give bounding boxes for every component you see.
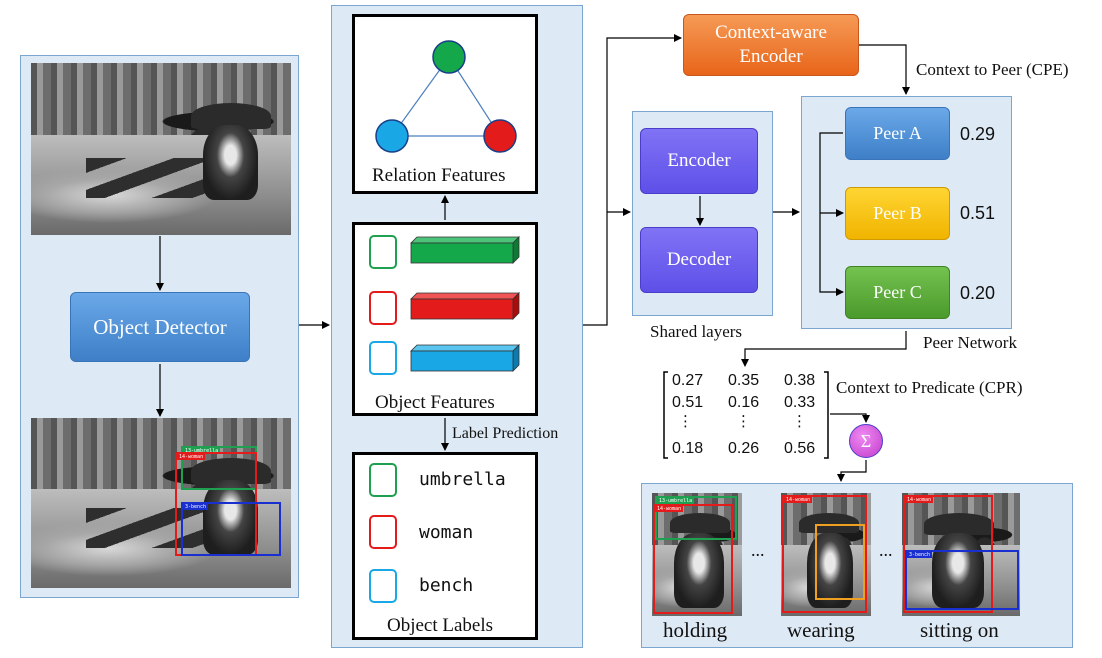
object-detector-box: Object Detector [70, 292, 250, 362]
matrix-cell: ⋮ [678, 412, 693, 430]
woman-tag: 14-woman [655, 506, 684, 512]
matrix-cell: 0.27 [672, 372, 704, 389]
label-square-green [369, 463, 397, 497]
umbrella-tag: 13-umbrella [183, 448, 221, 454]
context-encoder-box: Context-aware Encoder [683, 14, 859, 76]
sum-symbol: Σ [860, 430, 872, 451]
bench-bbox: 3-bench [905, 550, 1019, 610]
relation-node-blue [375, 119, 409, 153]
bench-tag: 3-bench [907, 552, 933, 558]
label-square-cyan [369, 569, 397, 603]
matrix-cell: 0.18 [672, 440, 704, 457]
object-labels-label: Object Labels [387, 615, 494, 636]
woman-bbox: 14-woman [903, 495, 993, 613]
relation-node-green [432, 40, 466, 74]
predicate-sitting-on: sitting on [920, 618, 999, 642]
peer-b-score: 0.51 [960, 203, 996, 223]
umbrella-bbox: 13-umbrella [655, 496, 737, 540]
relation-node-red [483, 119, 517, 153]
object-label-umbrella: umbrella [419, 469, 506, 490]
encoder-box: Encoder [640, 128, 758, 194]
score-matrix: 0.27 0.35 0.38 0.51 0.16 0.33 ⋮ ⋮ ⋮ 0.18… [662, 370, 830, 459]
context-encoder-line2: Encoder [739, 46, 803, 67]
bench-bbox: 3-bench [181, 502, 281, 556]
matrix-cell: 0.56 [784, 440, 816, 457]
feature-square-cyan [369, 341, 397, 375]
woman-bbox: 14-woman [782, 495, 867, 613]
umbrella-tag: 13-umbrella [657, 498, 695, 504]
matrix-cell: 0.51 [672, 394, 704, 411]
matrix-cell: ⋮ [792, 412, 807, 430]
encoder-label: Encoder [667, 150, 731, 171]
label-square-red [369, 515, 397, 549]
decoder-box: Decoder [640, 227, 758, 293]
predicate-photo-holding: 13-umbrella 14-woman [652, 493, 742, 616]
matrix-cell: 0.38 [784, 372, 816, 389]
woman-bbox: 14-woman [653, 504, 733, 614]
feature-bars [410, 236, 520, 372]
cpe-label: Context to Peer (CPE) [916, 60, 1069, 79]
predicate-holding: holding [663, 618, 728, 642]
peer-network-label: Peer Network [923, 333, 1017, 352]
predicate-wearing: wearing [787, 618, 855, 642]
peer-b-label: Peer B [873, 203, 922, 223]
object-labels-box: umbrella woman bench Object Labels [352, 452, 538, 640]
peer-a-box: Peer A [845, 107, 950, 160]
woman-tag: 14-woman [784, 497, 813, 503]
peer-c-box: Peer C [845, 266, 950, 319]
predicate-photo-wearing: 14-woman [781, 493, 871, 616]
peer-b-box: Peer B [845, 187, 950, 240]
context-encoder-line1: Context-aware [715, 22, 827, 43]
cpr-label: Context to Predicate (CPR) [836, 378, 1023, 397]
relation-features-label: Relation Features [372, 165, 506, 186]
ellipsis-2: ... [879, 540, 893, 560]
relation-features-box: Relation Features [352, 14, 538, 194]
peer-c-score: 0.20 [960, 283, 996, 303]
ellipsis-1: ... [751, 540, 765, 560]
peer-c-label: Peer C [873, 282, 922, 302]
coat-bbox [815, 524, 865, 600]
matrix-cell: 0.26 [728, 440, 760, 457]
bench-tag: 3-bench [183, 504, 209, 510]
object-label-bench: bench [419, 575, 474, 596]
object-label-woman: woman [419, 522, 474, 543]
object-features-label: Object Features [375, 392, 495, 413]
feature-square-green [369, 235, 397, 269]
peer-a-label: Peer A [873, 123, 922, 143]
feature-square-red [369, 291, 397, 325]
woman-tag: 14-woman [177, 454, 206, 460]
matrix-cell: ⋮ [736, 412, 751, 430]
shared-layers-label: Shared layers [650, 322, 743, 341]
matrix-cell: 0.16 [728, 394, 760, 411]
predicate-photo-sitting: 14-woman 3-bench [902, 493, 1020, 616]
object-features-box: Object Features [352, 222, 538, 416]
input-photo [31, 63, 291, 235]
label-prediction-label: Label Prediction [452, 425, 559, 442]
detection-photo: 13-umbrella 14-woman 3-bench [31, 418, 291, 588]
matrix-cell: 0.33 [784, 394, 816, 411]
relation-graph [375, 40, 517, 153]
sum-node: Σ [849, 424, 883, 458]
woman-tag: 14-woman [905, 497, 934, 503]
matrix-cell: 0.35 [728, 372, 760, 389]
decoder-label: Decoder [666, 249, 732, 270]
object-detector-label: Object Detector [93, 314, 227, 339]
peer-a-score: 0.29 [960, 124, 996, 144]
